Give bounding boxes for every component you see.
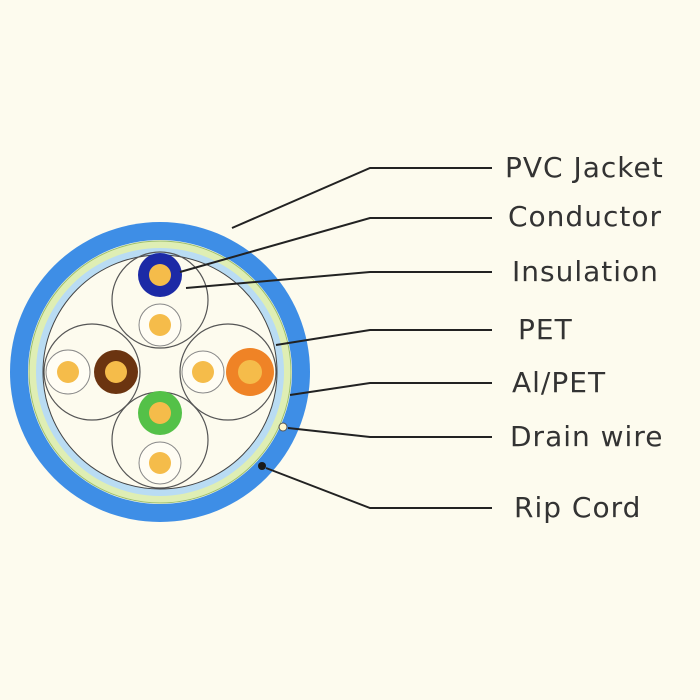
pair-outline-right (179, 323, 277, 421)
label-pvc-jacket: PVC Jacket (505, 151, 664, 184)
label-drain-wire: Drain wire (510, 420, 663, 453)
label-rip-cord: Rip Cord (514, 491, 641, 524)
leader-rip-cord (265, 467, 492, 509)
leader-drain-wire (287, 427, 492, 438)
leader-pet (275, 329, 492, 346)
conductor-brown (105, 361, 127, 383)
rip-cord (258, 462, 266, 470)
conductor-white-green (149, 452, 171, 474)
leader-insulation (185, 271, 492, 289)
conductor-white-orange (192, 361, 214, 383)
conductor-green (149, 402, 171, 424)
label-insulation: Insulation (512, 255, 659, 288)
label-al-pet: Al/PET (512, 366, 606, 399)
conductor-white-brown (57, 361, 79, 383)
pair-outline-left (43, 323, 141, 421)
leader-al-pet (289, 382, 492, 396)
label-pet: PET (518, 313, 573, 346)
drain-wire (278, 422, 288, 432)
pair-outline-top (111, 251, 209, 349)
label-conductor: Conductor (508, 200, 662, 233)
leader-pvc-jacket (231, 167, 492, 229)
conductor-blue (149, 264, 171, 286)
leader-conductor (179, 217, 492, 273)
conductor-orange (238, 360, 262, 384)
conductor-white-blue (149, 314, 171, 336)
